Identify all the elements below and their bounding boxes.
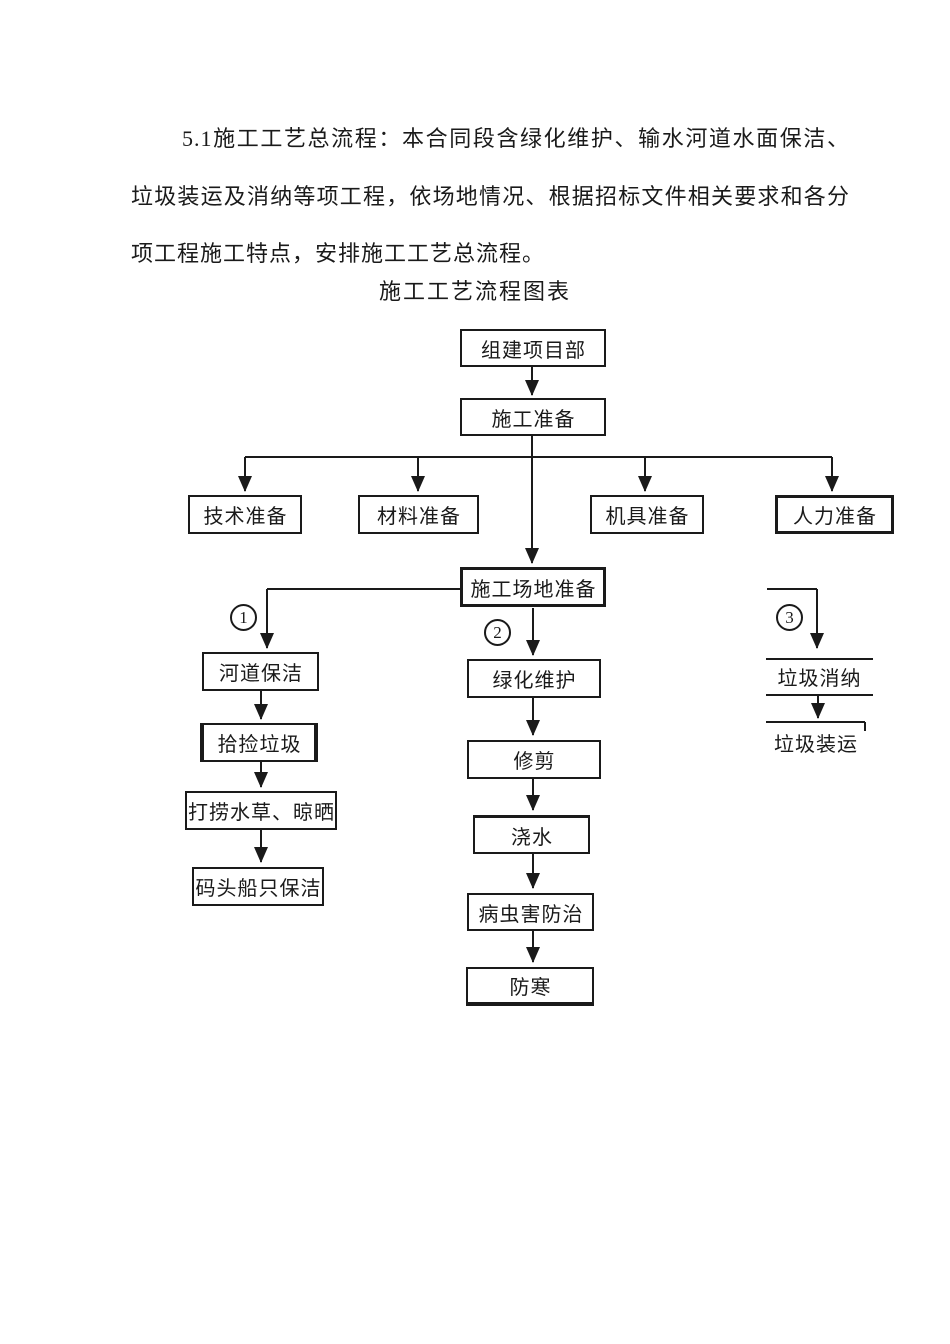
flow-node-construction-prep: 施工准备 [460,398,606,436]
branch-3-marker: 3 [776,604,803,631]
flow-node-litter-picking: 拾捡垃圾 [200,723,318,762]
flow-node-cold-protection: 防寒 [466,967,594,1006]
flow-node-pruning: 修剪 [467,740,601,779]
flow-node-river-cleaning: 河道保洁 [202,652,319,691]
flow-node-manpower-prep: 人力准备 [775,495,894,534]
flow-node-technical-prep: 技术准备 [188,495,302,534]
flow-node-material-prep: 材料准备 [358,495,479,534]
flow-node-weed-salvage-drying: 打捞水草、晾晒 [185,791,337,830]
chart-title: 施工工艺流程图表 [378,279,571,304]
flow-label-waste-disposal: 垃圾消纳 [777,668,862,690]
flow-node-equipment-prep: 机具准备 [590,495,704,534]
flow-node-watering: 浇水 [473,815,590,854]
branch-1-marker: 1 [230,604,257,631]
branch-2-marker: 2 [484,619,511,646]
flow-node-dock-boat-cleaning: 码头船只保洁 [192,867,324,906]
flow-node-site-prep: 施工场地准备 [460,567,606,607]
flow-node-greening-maintenance: 绿化维护 [467,659,601,698]
flow-label-waste-transport: 垃圾装运 [774,734,858,756]
flow-node-establish-project-dept: 组建项目部 [460,329,606,367]
body-paragraph: 5.1施工工艺总流程：本合同段含绿化维护、输水河道水面保洁、垃圾装运及消纳等项工… [131,126,850,266]
flow-node-pest-control: 病虫害防治 [467,893,594,931]
